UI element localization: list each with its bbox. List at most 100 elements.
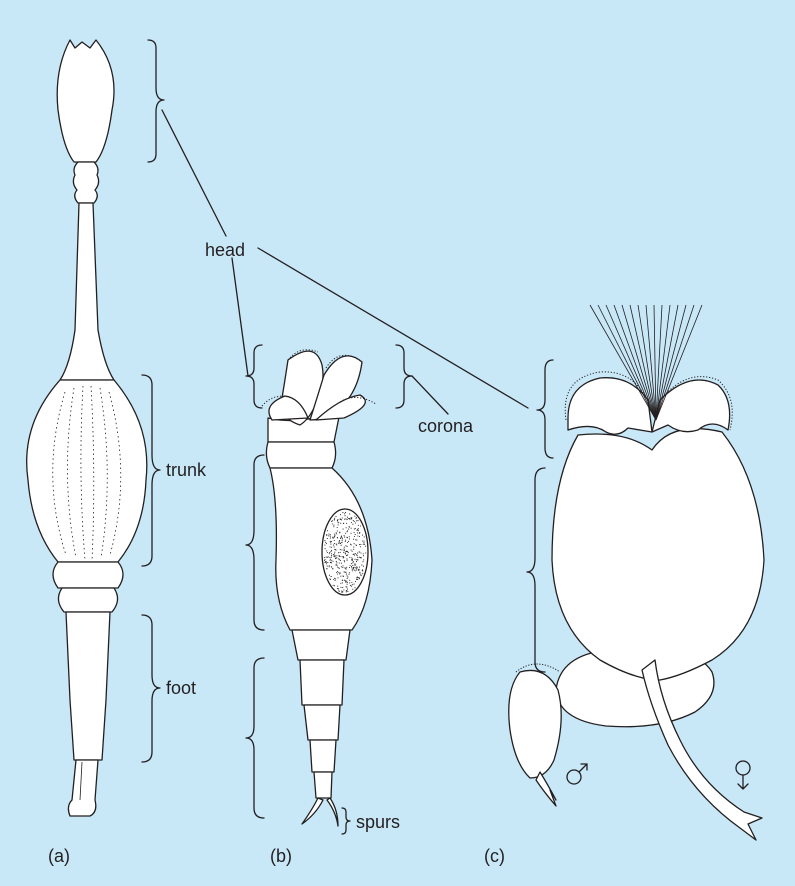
stipple-dot (327, 530, 328, 531)
stipple-dot (354, 529, 355, 530)
stipple-dot (336, 543, 337, 544)
stipple-dot (347, 578, 348, 579)
stipple-dot (334, 543, 335, 544)
stipple-dot (360, 544, 361, 545)
stipple-dot (355, 534, 356, 535)
stipple-dot (357, 579, 358, 580)
stipple-dot (344, 561, 345, 562)
stipple-dot (346, 574, 347, 575)
stipple-dot (336, 564, 337, 565)
stipple-dot (346, 591, 347, 592)
stipple-dot (355, 518, 356, 519)
stipple-dot (328, 535, 329, 536)
stipple-dot (330, 541, 331, 542)
stipple-dot (347, 551, 348, 552)
stipple-dot (352, 562, 353, 563)
stipple-dot (337, 537, 338, 538)
stipple-dot (331, 567, 332, 568)
stipple-dot (345, 553, 346, 554)
stipple-dot (347, 537, 348, 538)
stipple-dot (334, 540, 335, 541)
stipple-dot (331, 560, 332, 561)
stipple-dot (348, 518, 349, 519)
stipple-dot (344, 567, 345, 568)
stipple-dot (345, 572, 346, 573)
stipple-dot (341, 592, 342, 593)
stipple-dot (335, 550, 336, 551)
stipple-dot (343, 556, 344, 557)
stipple-dot (351, 544, 352, 545)
stipple-dot (329, 575, 330, 576)
stipple-dot (352, 570, 353, 571)
stipple-dot (337, 571, 338, 572)
stipple-dot (327, 566, 328, 567)
stipple-dot (325, 561, 326, 562)
stipple-dot (358, 570, 359, 571)
stipple-dot (340, 587, 341, 588)
stipple-dot (327, 552, 328, 553)
stipple-dot (336, 544, 337, 545)
stipple-dot (346, 567, 347, 568)
stipple-dot (349, 513, 350, 514)
stipple-dot (345, 580, 346, 581)
stipple-dot (355, 553, 356, 554)
stipple-dot (346, 527, 347, 528)
stipple-dot (335, 516, 336, 517)
stipple-dot (363, 544, 364, 545)
stipple-dot (352, 584, 353, 585)
stipple-dot (335, 578, 336, 579)
stipple-dot (341, 563, 342, 564)
stipple-dot (337, 577, 338, 578)
stipple-dot (347, 554, 348, 555)
stipple-dot (341, 542, 342, 543)
stipple-dot (359, 544, 360, 545)
stipple-dot (363, 542, 364, 543)
stipple-dot (324, 557, 325, 558)
stipple-dot (325, 548, 326, 549)
stipple-dot (352, 524, 353, 525)
stipple-dot (352, 569, 353, 570)
stipple-dot (340, 549, 341, 550)
stipple-dot (336, 561, 337, 562)
stipple-dot (340, 519, 341, 520)
stipple-dot (333, 545, 334, 546)
stipple-dot (324, 544, 325, 545)
stipple-dot (355, 581, 356, 582)
stipple-dot (353, 561, 354, 562)
stipple-dot (342, 538, 343, 539)
stipple-dot (340, 523, 341, 524)
stipple-dot (336, 555, 337, 556)
stipple-dot (359, 569, 360, 570)
stipple-dot (351, 582, 352, 583)
stipple-dot (334, 578, 335, 579)
stipple-dot (338, 572, 339, 573)
stipple-dot (331, 553, 332, 554)
stipple-dot (341, 549, 342, 550)
stipple-dot (337, 573, 338, 574)
rotifer-a-head (57, 40, 114, 162)
stipple-dot (360, 573, 361, 574)
stipple-dot (361, 557, 362, 558)
stipple-dot (357, 532, 358, 533)
stipple-dot (345, 512, 346, 513)
stipple-dot (334, 518, 335, 519)
stipple-dot (340, 573, 341, 574)
stipple-dot (349, 582, 350, 583)
stipple-dot (326, 543, 327, 544)
stipple-dot (335, 580, 336, 581)
stipple-dot (355, 544, 356, 545)
stipple-dot (340, 556, 341, 557)
stipple-dot (337, 566, 338, 567)
rotifer-b-foot-segment-4 (310, 740, 336, 772)
stipple-dot (356, 554, 357, 555)
stipple-dot (339, 532, 340, 533)
stipple-dot (349, 538, 350, 539)
stipple-dot (351, 586, 352, 587)
stipple-dot (362, 535, 363, 536)
stipple-dot (359, 536, 360, 537)
rotifer-b-egg (322, 509, 368, 595)
stipple-dot (348, 529, 349, 530)
stipple-dot (330, 538, 331, 539)
stipple-dot (331, 555, 332, 556)
stipple-dot (345, 533, 346, 534)
